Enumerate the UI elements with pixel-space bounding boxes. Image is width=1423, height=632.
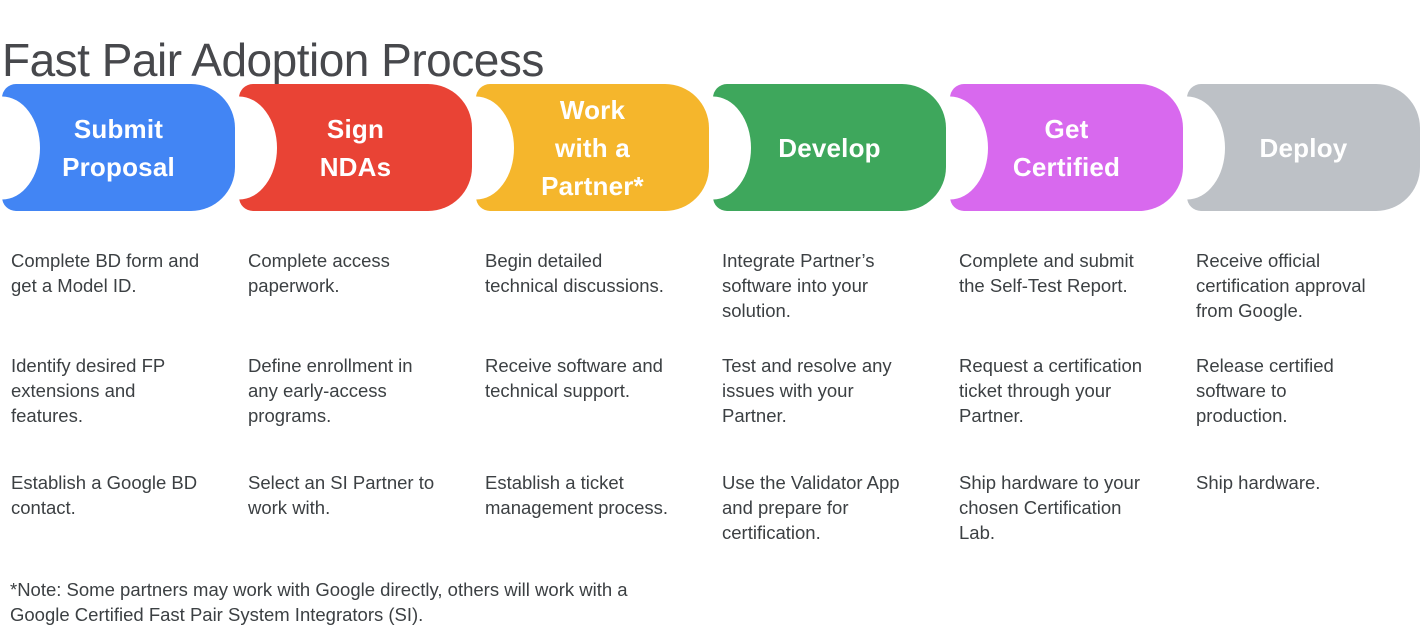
stage-submit-proposal: Submit Proposal	[2, 84, 235, 211]
page-title: Fast Pair Adoption Process	[2, 33, 544, 86]
step-text: Complete access paperwork.	[248, 250, 390, 296]
step-text: Ship hardware to your chosen Certificati…	[959, 472, 1140, 543]
step-text: Ship hardware.	[1196, 472, 1321, 493]
step-text: Complete and submit the Self-Test Report…	[959, 250, 1134, 296]
step-text: Release certified software to production…	[1196, 355, 1334, 426]
stage-label: Deploy	[1259, 132, 1348, 163]
step-text: Identify desired FP extensions and featu…	[11, 355, 166, 426]
step-text: Begin detailed technical discussions.	[485, 250, 664, 296]
step-text: Select an SI Partner to work with.	[248, 472, 435, 518]
step-text: Test and resolve any issues with your Pa…	[722, 355, 892, 426]
step-text: Complete BD form and get a Model ID.	[11, 250, 200, 296]
stage-label: Work with a Partner*	[541, 94, 644, 201]
step-text: Establish a Google BD contact.	[11, 472, 198, 518]
step-text: Define enrollment in any early-access pr…	[248, 355, 413, 426]
stage-label: Sign NDAs	[319, 113, 392, 182]
stage-label: Get Certified	[1012, 113, 1121, 182]
stage-develop: Develop	[713, 84, 946, 211]
stage-sign-ndas: Sign NDAs	[239, 84, 472, 211]
stage-get-certified: Get Certified	[950, 84, 1183, 211]
footnote: *Note: Some partners may work with Googl…	[10, 579, 628, 625]
stage-work-with-partner: Work with a Partner*	[476, 84, 709, 211]
step-text: Request a certification ticket through y…	[959, 355, 1143, 426]
step-text: Establish a ticket management process.	[485, 472, 669, 518]
stage-label: Submit Proposal	[62, 113, 175, 182]
stage-deploy: Deploy	[1187, 84, 1420, 211]
stage-steps-grid: Complete BD form and get a Model ID. Com…	[2, 248, 1420, 545]
stage-label: Develop	[778, 132, 881, 163]
step-text: Receive official certification approval …	[1196, 250, 1366, 321]
step-text: Use the Validator App and prepare for ce…	[722, 472, 900, 543]
process-stages-row: Submit Proposal Sign NDAs Work with a Pa…	[2, 84, 1420, 211]
step-text: Integrate Partner’s software into your s…	[722, 250, 875, 321]
step-text: Receive software and technical support.	[485, 355, 663, 401]
